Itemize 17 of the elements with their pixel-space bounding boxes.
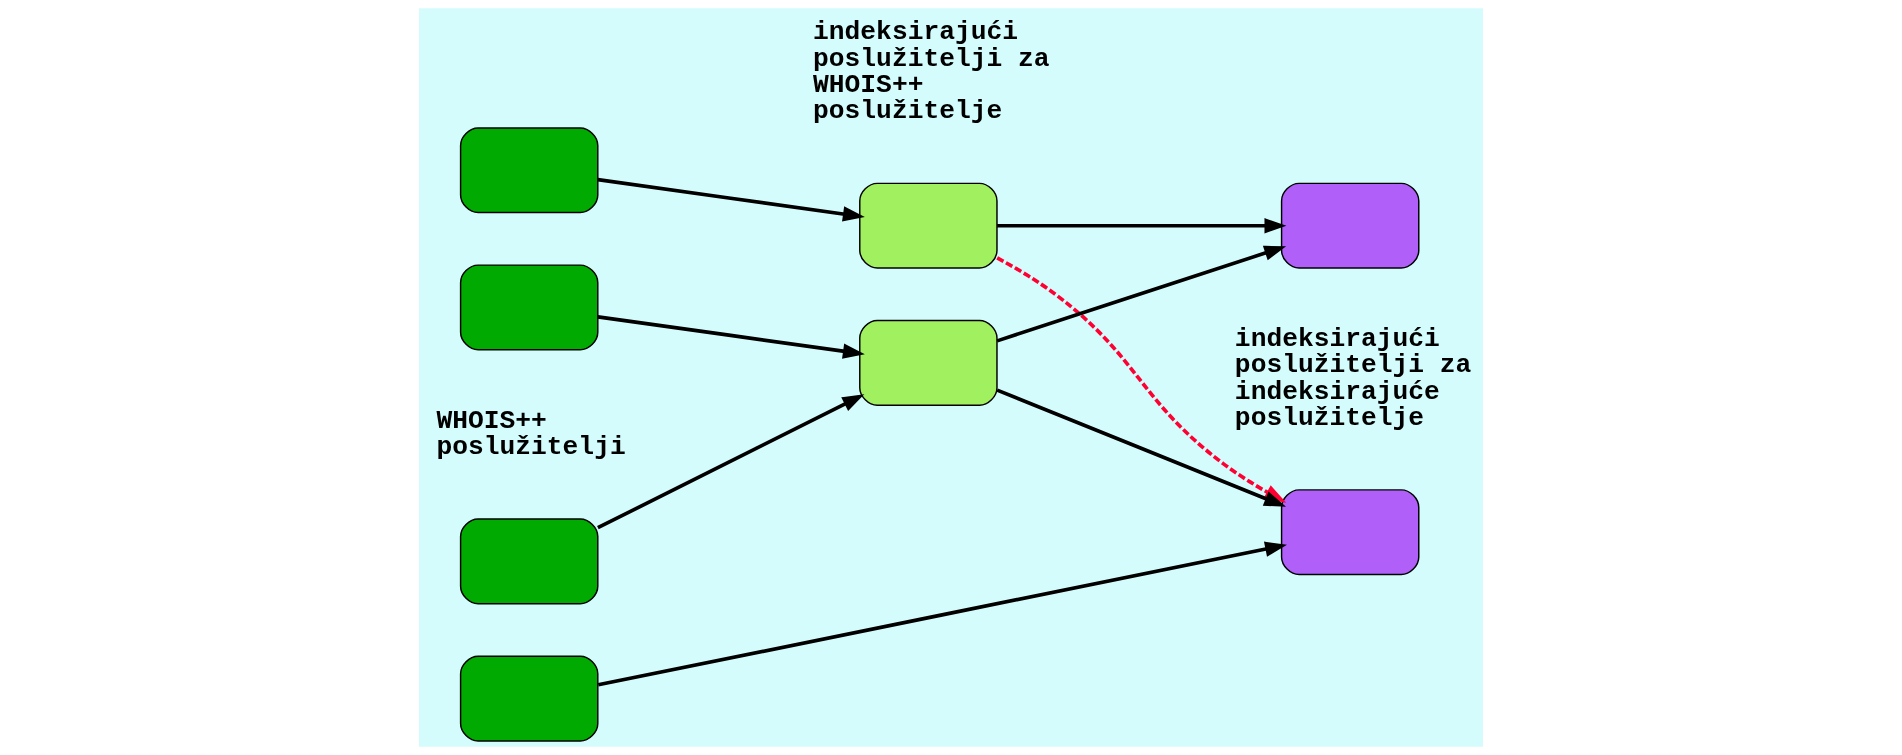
node-box (859, 319, 998, 406)
node-box (1280, 489, 1420, 576)
arrow (997, 218, 1287, 234)
label: indeksirajući poslužitelji za WHOIS++ poslužitelje (813, 17, 1050, 127)
arrow (597, 394, 865, 530)
arrow (597, 541, 1287, 687)
arrow (597, 177, 865, 222)
label: indeksirajući poslužitelji za indeksirajuće poslužitelje (1234, 323, 1472, 433)
node-box (459, 127, 599, 214)
node-box (1280, 182, 1420, 269)
node-box (459, 518, 599, 605)
node-box (459, 264, 599, 351)
node-box (859, 182, 998, 269)
label: WHOIS++ poslužitelji (436, 405, 626, 462)
arrow (996, 245, 1287, 343)
arrow (597, 315, 865, 359)
node-box (459, 655, 599, 742)
